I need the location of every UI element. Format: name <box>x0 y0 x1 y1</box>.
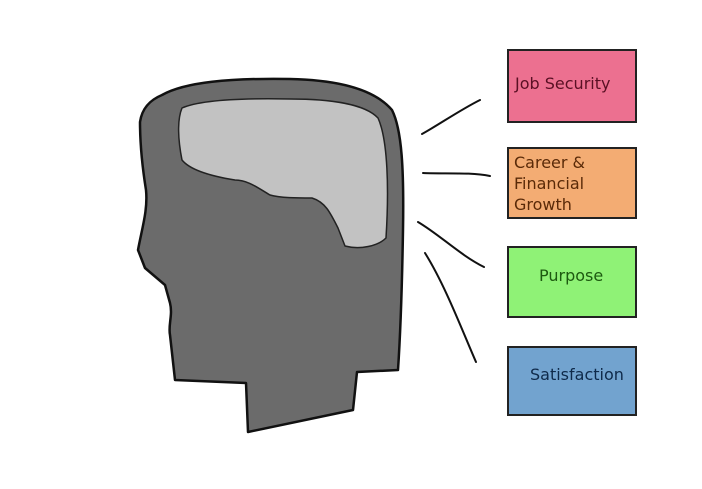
box-career-growth-line-3: Growth <box>514 195 572 214</box>
connector-line-job-security <box>422 100 480 134</box>
box-job-security: Job Security <box>508 50 636 122</box>
connector-line-career-growth <box>423 173 490 176</box>
connector-line-satisfaction <box>425 253 476 362</box>
box-satisfaction: Satisfaction <box>508 347 636 415</box>
box-satisfaction-label: Satisfaction <box>530 365 624 384</box>
box-career-growth-line-1: Career & <box>514 153 585 172</box>
box-job-security-label: Job Security <box>514 74 610 93</box>
box-purpose-label: Purpose <box>539 266 603 285</box>
box-career-growth: Career & Financial Growth <box>508 148 636 218</box>
box-purpose: Purpose <box>508 247 636 317</box>
box-career-growth-line-2: Financial <box>514 174 584 193</box>
connector-line-purpose <box>418 222 484 267</box>
